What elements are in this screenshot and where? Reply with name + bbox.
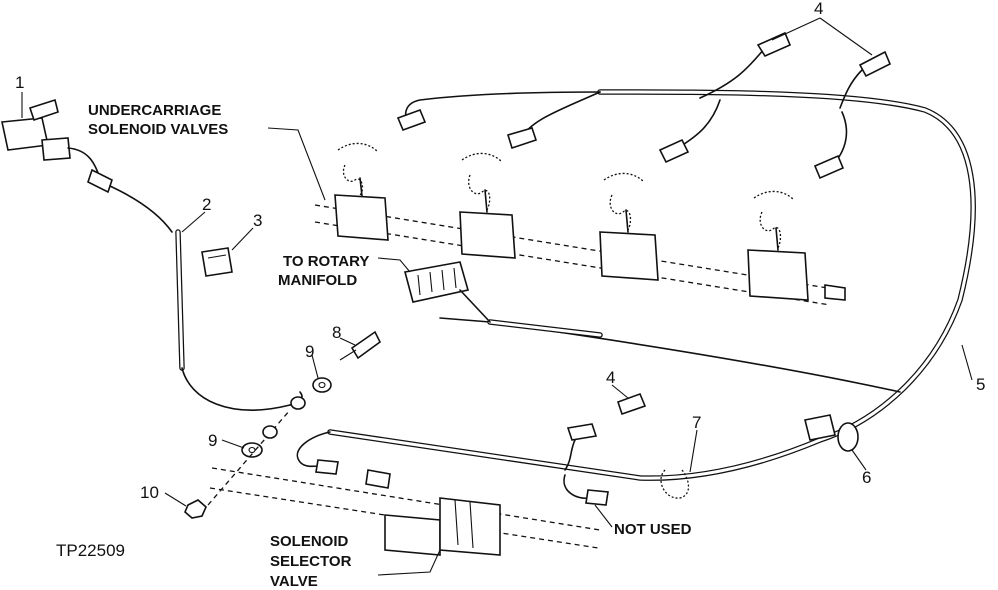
rotary-label-line2: MANIFOLD: [278, 272, 357, 289]
main-harness-loop: [327, 89, 976, 481]
washer-9-upper: [312, 377, 332, 393]
rotary-manifold-connector: [404, 261, 491, 323]
not-used-label: NOT USED: [614, 521, 692, 538]
callout-2: 2: [202, 195, 211, 214]
callout-1: 1: [15, 73, 24, 92]
selector-label-line3: VALVE: [270, 573, 318, 590]
callout-9-upper: 9: [305, 342, 314, 361]
washer-9-lower: [241, 442, 263, 458]
callout-4-top: 4: [814, 0, 823, 18]
callout-8: 8: [332, 323, 341, 342]
solenoid-valve-2: [459, 152, 516, 259]
selector-label-line1: SOLENOID: [270, 533, 349, 550]
callout-3: 3: [253, 211, 262, 230]
callout-6: 6: [862, 468, 871, 487]
nut-10: [184, 409, 291, 519]
solenoid-valve-1: [334, 142, 389, 241]
leader-lines: [21, 17, 973, 576]
solenoid-valve-4: [747, 190, 809, 301]
undercarriage-label-line2: SOLENOID VALVES: [88, 121, 228, 138]
lower-branches: [296, 423, 609, 506]
clip-part: [201, 247, 233, 277]
clamp-6: [804, 414, 859, 452]
solenoid-valve-3: [599, 172, 659, 281]
connector-leads: [396, 31, 892, 180]
switch-assembly: [1, 98, 173, 233]
callout-10: 10: [140, 483, 159, 502]
callout-4-lower: 4: [606, 368, 615, 387]
nut-upper: [290, 396, 306, 410]
callout-9-lower: 9: [208, 431, 217, 450]
selector-valve: [209, 467, 601, 556]
selector-label-line2: SELECTOR: [270, 553, 352, 570]
callout-7: 7: [692, 413, 701, 432]
callout-5: 5: [976, 375, 985, 394]
bolt-8: [339, 330, 382, 361]
loose-connector: [616, 392, 647, 416]
sleeved-cable: [175, 229, 303, 411]
nut-lower: [262, 425, 278, 439]
rotary-label-line1: TO ROTARY: [283, 253, 369, 270]
undercarriage-label-line1: UNDERCARRIAGE: [88, 102, 221, 119]
cable-tie-7: [660, 469, 690, 499]
figure-id: TP22509: [56, 541, 125, 560]
